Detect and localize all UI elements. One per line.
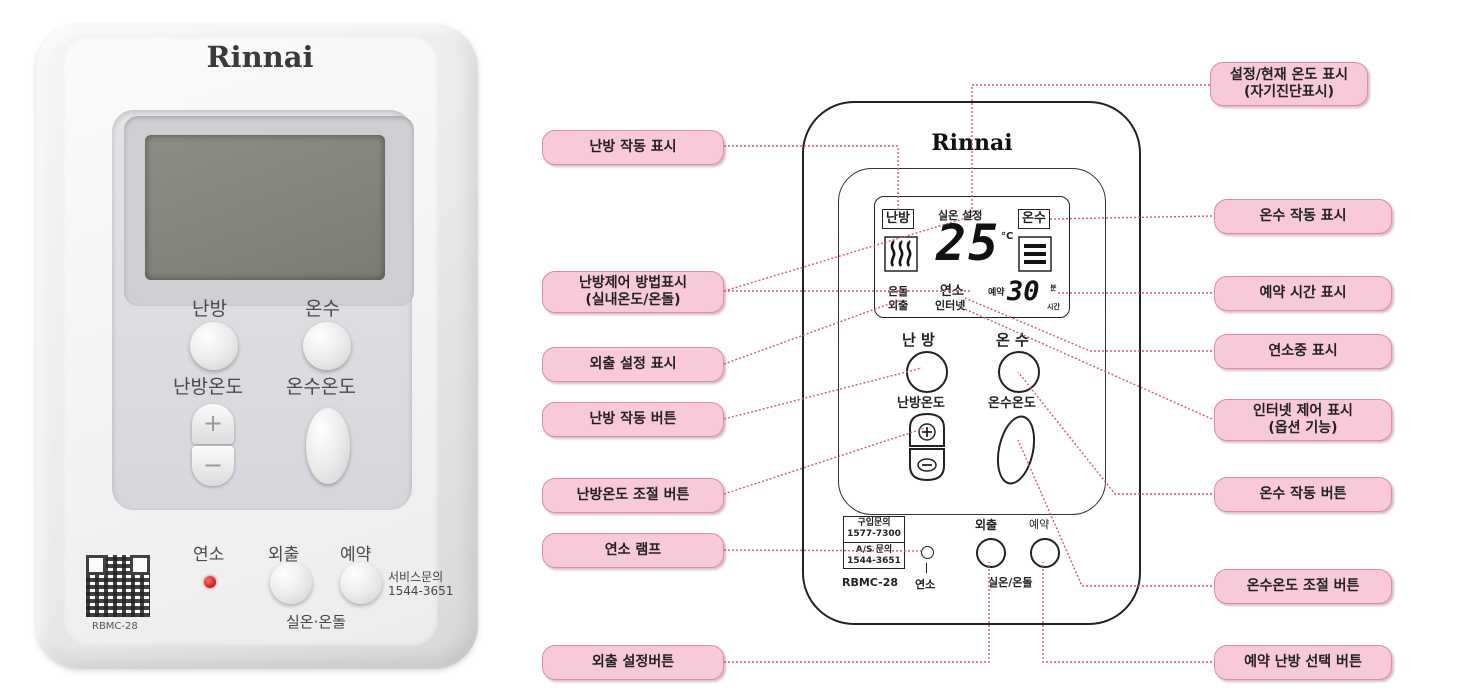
photo-hot-water-temp-button[interactable]	[306, 408, 350, 484]
diagram-label-hot-water-temp: 온수온도	[988, 396, 1036, 411]
as-label: A/S 문의	[844, 542, 904, 556]
photo-label-heating: 난방	[192, 298, 227, 320]
diagram-label-heating: 난 방	[902, 331, 935, 349]
diagram-brand-logo: Rinnai	[931, 130, 1013, 156]
lcd-reserve-label: 예약	[988, 288, 1005, 298]
lcd-degree-unit: °C	[1001, 231, 1014, 242]
photo-heating-plus-button[interactable]: +	[192, 404, 234, 444]
callout-heating-indicator: 난방 작동 표시	[542, 130, 724, 165]
photo-reservation-button[interactable]	[340, 562, 382, 604]
callout-reservation-button: 예약 난방 선택 버튼	[1214, 645, 1392, 680]
callout-away-indicator: 외출 설정 표시	[542, 347, 724, 382]
photo-hot-water-button[interactable]	[303, 322, 351, 370]
callout-temp-display-line1: 설정/현재 온도 표시	[1230, 67, 1348, 83]
photo-model-number: RBMC-28	[92, 621, 138, 632]
lcd-unit-minute: 분	[1050, 284, 1057, 292]
diagram-info-box: 구입문의 1577-7300 A/S 문의 1544-3651	[843, 516, 905, 569]
purchase-label: 구입문의	[857, 518, 891, 528]
lcd-reservation-time-value: 30	[1007, 276, 1040, 307]
heating-wave-icon	[884, 236, 918, 272]
photo-combustion-lamp	[204, 576, 216, 588]
photo-label-heating-temp: 난방온도	[173, 376, 243, 398]
diagram-label-room-floor: 실온/온돌	[988, 576, 1033, 589]
lcd-internet-label: 인터넷	[935, 299, 966, 312]
photo-away-button[interactable]	[270, 562, 312, 604]
photo-label-hot-water-temp: 온수온도	[286, 376, 356, 398]
callout-internet: 인터넷 제어 표시(옵션 기능)	[1214, 399, 1392, 441]
callout-internet-line2: (옵션 기능)	[1268, 420, 1338, 436]
photo-label-away: 외출	[268, 545, 300, 565]
callout-heating-method: 난방제어 방법표시(실내온도/온돌)	[542, 271, 724, 313]
diagram-heating-temp-rocker[interactable]	[908, 412, 946, 482]
diagram-hot-water-button[interactable]	[998, 351, 1040, 393]
callout-combustion-indicator: 연소중 표시	[1214, 334, 1392, 369]
diagram-label-heating-temp: 난방온도	[897, 396, 945, 411]
lcd-heating-indicator: 난방	[882, 209, 914, 229]
diagram-label-hot-water: 온 수	[996, 331, 1029, 349]
callout-heating-method-line2: (실내온도/온돌)	[585, 292, 681, 308]
callout-heating-method-line1: 난방제어 방법표시	[579, 275, 687, 291]
as-phone: 1544-3651	[847, 556, 901, 566]
lcd-hot-water-indicator: 온수	[1018, 209, 1050, 229]
qr-code-icon	[86, 555, 150, 617]
photo-service-phone: 1544-3651	[388, 584, 454, 598]
diagram-label-combustion: 연소	[915, 578, 936, 591]
photo-label-hot-water: 온수	[305, 298, 340, 320]
photo-brand-logo: Rinnai	[206, 40, 314, 74]
photo-service-label: 서비스문의	[388, 570, 444, 584]
diagram-heating-button[interactable]	[906, 351, 948, 393]
diagram-combustion-lamp	[921, 546, 934, 559]
diagram-label-away: 외출	[975, 518, 998, 532]
callout-away-button: 외출 설정버튼	[542, 645, 724, 680]
diagram-model-number: RBMC-28	[842, 576, 898, 589]
lcd-temperature-value: 25	[936, 214, 1001, 272]
purchase-phone: 1577-7300	[847, 529, 901, 539]
photo-heating-button[interactable]	[190, 322, 238, 370]
callout-reservation-time: 예약 시간 표시	[1214, 276, 1392, 311]
diagram-reservation-button[interactable]	[1030, 538, 1060, 568]
lcd-unit-hour: 시간	[1047, 303, 1060, 311]
photo-label-combustion: 연소	[193, 545, 225, 565]
photo-label-reservation: 예약	[340, 545, 372, 565]
callout-combustion-lamp: 연소 램프	[542, 533, 724, 568]
hot-water-bars-icon	[1018, 236, 1052, 272]
callout-temp-display: 설정/현재 온도 표시(자기진단표시)	[1210, 62, 1368, 106]
lamp-tick	[926, 563, 927, 573]
photo-label-room-floor: 실온·온돌	[286, 613, 346, 631]
photo-heating-minus-button[interactable]: −	[192, 446, 234, 486]
callout-temp-display-line2: (자기진단표시)	[1243, 84, 1335, 100]
callout-hot-water-indicator: 온수 작동 표시	[1214, 199, 1392, 234]
photo-lcd-screen	[145, 135, 385, 280]
diagram-label-reservation: 예약	[1029, 518, 1050, 531]
callout-hot-water-button: 온수 작동 버튼	[1214, 477, 1392, 512]
callout-hot-water-temp-button: 온수온도 조절 버튼	[1214, 569, 1392, 604]
callout-heating-temp-button: 난방온도 조절 버튼	[542, 478, 724, 513]
diagram-away-button[interactable]	[976, 538, 1006, 568]
callout-internet-line1: 인터넷 제어 표시	[1253, 403, 1353, 419]
callout-heating-button: 난방 작동 버튼	[542, 402, 724, 437]
lcd-away-label: 외출	[888, 299, 909, 312]
